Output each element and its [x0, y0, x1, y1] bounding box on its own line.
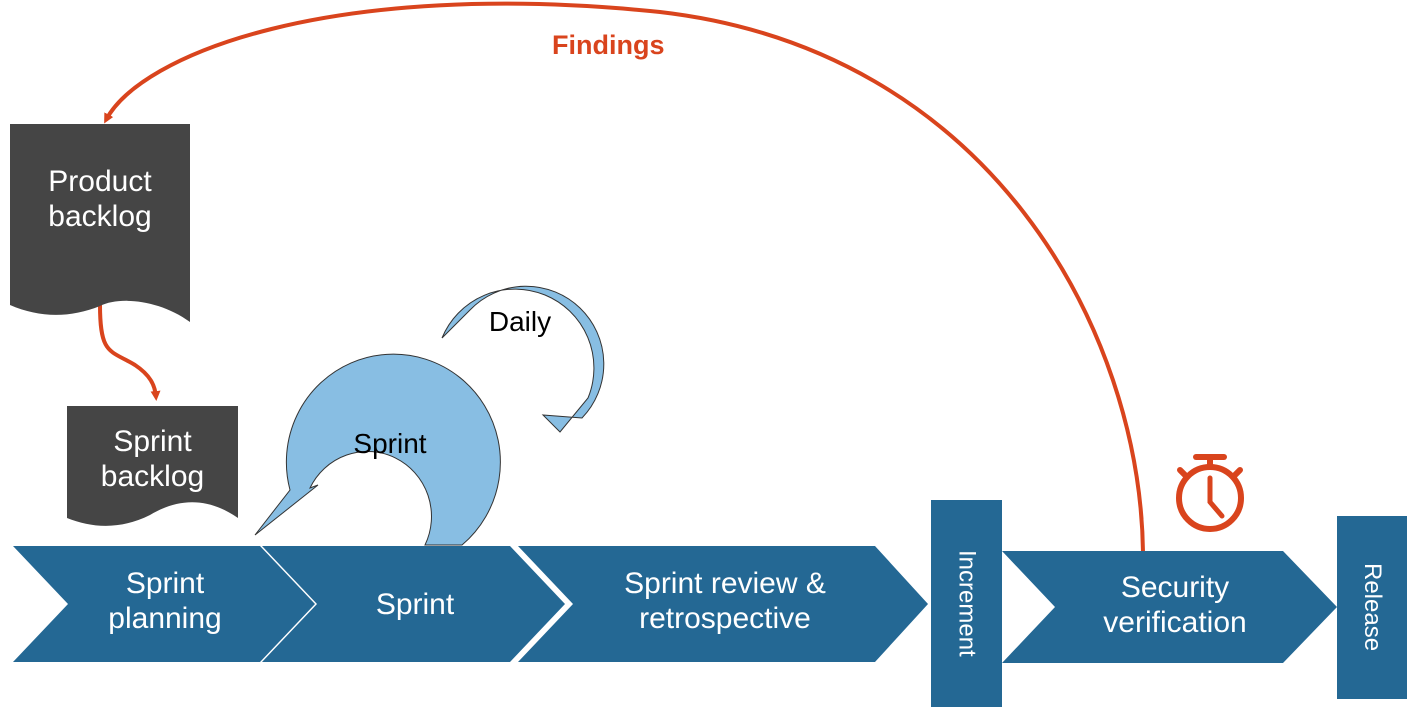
sprint-cycle-arrow	[254, 353, 501, 546]
increment-block	[931, 500, 1002, 707]
chevron-sprint-planning	[13, 546, 315, 662]
sprint-backlog-doc	[67, 406, 238, 526]
sprint-review-label: Sprint review &retrospective	[624, 567, 826, 636]
backlog-refine-arrow	[98, 304, 161, 401]
findings-label: Findings	[552, 30, 665, 60]
chevron-sprint	[262, 546, 565, 662]
product-backlog-doc	[10, 124, 190, 322]
sprint-label: Sprint	[375, 588, 455, 621]
chevron-sprint-review	[518, 546, 928, 662]
increment-label: Increment	[953, 550, 981, 657]
release-block	[1337, 516, 1407, 699]
release-label: Release	[1359, 563, 1386, 652]
daily-cycle-arrow	[441, 285, 605, 433]
findings-arrow	[104, 1, 1145, 553]
chevron-security-verification	[1002, 551, 1337, 663]
daily-label: Daily	[488, 306, 552, 337]
sprint-cycle-label: Sprint	[353, 428, 427, 459]
stopwatch-icon	[1176, 454, 1244, 532]
